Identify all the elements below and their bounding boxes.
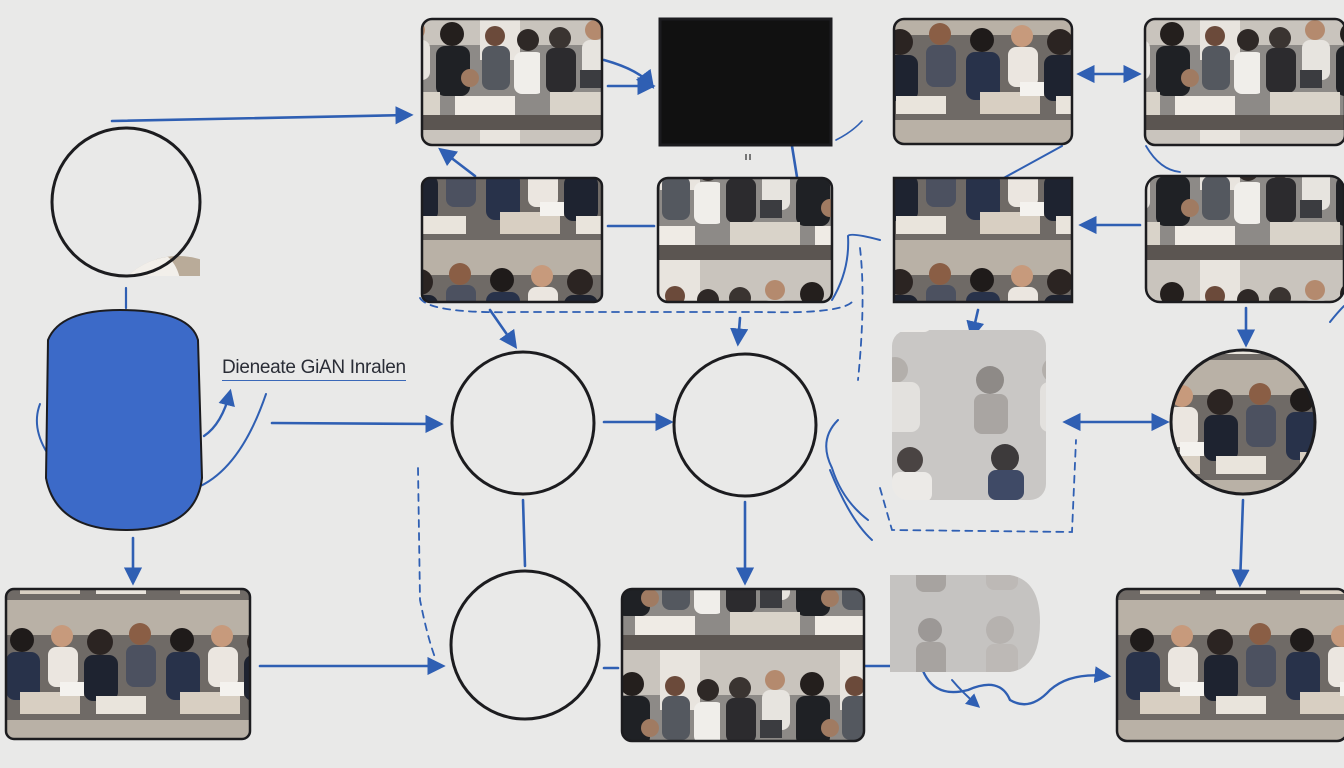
arrow-mid1-down bbox=[488, 308, 518, 349]
portrait-circle-1 bbox=[450, 350, 596, 496]
arrow-label-to-circle1 bbox=[270, 414, 444, 434]
top-photo-1 bbox=[420, 17, 604, 147]
arrow-mid2-down bbox=[730, 316, 749, 347]
faded-collage bbox=[892, 330, 1046, 500]
arrow-top4-mid3 bbox=[999, 145, 1063, 181]
mid-photo-1 bbox=[420, 176, 604, 304]
portrait-circle-2 bbox=[672, 352, 818, 498]
left-portrait-circle bbox=[50, 126, 202, 278]
tick-marks bbox=[745, 154, 751, 160]
portrait-circle-right bbox=[1169, 348, 1317, 496]
bottom-photo-3 bbox=[1115, 587, 1344, 743]
top-portrait bbox=[658, 17, 833, 147]
faded-square bbox=[890, 575, 1040, 672]
arrow-top1-to-portrait bbox=[602, 58, 655, 89]
top-photo-4 bbox=[1143, 17, 1344, 147]
top-photo-3 bbox=[892, 17, 1074, 146]
bottom-photo-2 bbox=[620, 587, 866, 743]
arrow-to-top-photo-1 bbox=[110, 106, 414, 125]
mid-photo-3 bbox=[892, 176, 1074, 304]
diagram-label: Dienеate GiAN Inralen bbox=[222, 357, 406, 381]
arrow-mid1-up bbox=[438, 147, 477, 178]
portrait-circle-bottom bbox=[449, 569, 601, 721]
bottom-photo-1 bbox=[4, 587, 252, 741]
dashed-mid-connector bbox=[419, 297, 853, 314]
arrow-circle1-down bbox=[521, 498, 527, 568]
blue-frame-portrait bbox=[44, 308, 204, 532]
mid-photo-2 bbox=[656, 176, 834, 304]
mid-photo-4 bbox=[1144, 174, 1344, 304]
arrow-portrait-down bbox=[790, 144, 799, 179]
arrow-right-circle-down bbox=[1231, 498, 1250, 588]
connectors bbox=[36, 58, 1344, 708]
